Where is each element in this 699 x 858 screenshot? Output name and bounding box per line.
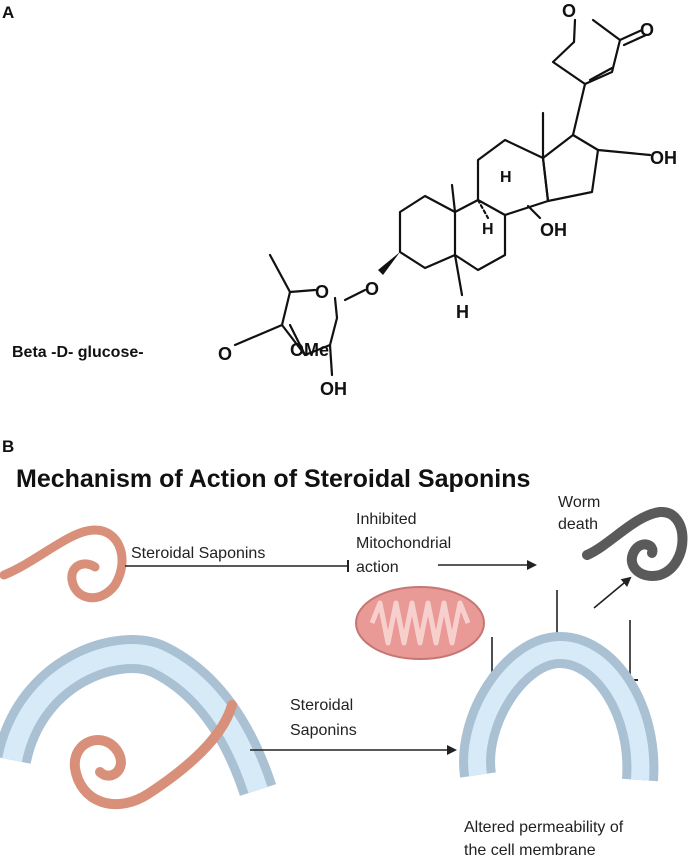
lactone-o: O [562, 1, 576, 21]
membrane-left-icon [0, 635, 277, 797]
bond [572, 18, 577, 44]
steroidal-line1: Steroidal [290, 697, 353, 714]
c14-oh: OH [540, 220, 567, 240]
c9-h: H [482, 221, 494, 238]
c8-h: H [500, 169, 512, 186]
sugar-ring-o: O [315, 282, 329, 302]
d-ring [541, 133, 600, 203]
altered-line2: the cell membrane [464, 842, 596, 858]
b-ring [453, 198, 507, 272]
worm-on-membrane-icon [69, 700, 237, 810]
membrane-right-icon [459, 631, 659, 782]
ring-double-bond [588, 66, 614, 82]
inhibited-line2: Mitochondrial [356, 535, 451, 552]
chemical-structure: O O OH H OH H H O O OH O [12, 1, 677, 399]
wedge-bond [378, 252, 400, 275]
methyl-c10 [450, 183, 457, 214]
glycosidic-o: O [365, 279, 379, 299]
c16-oh: OH [650, 148, 677, 168]
lactone-ring [551, 18, 622, 86]
sugar-methyl [268, 253, 292, 294]
steroidal-saponins-top: Steroidal Saponins [131, 545, 265, 562]
panel-b-label: B [2, 437, 14, 456]
side-chain-bond [571, 82, 587, 137]
steroidal-line2: Saponins [290, 722, 357, 739]
worm-death-line1: Worm [558, 494, 600, 511]
worm-death-line2: death [558, 516, 598, 533]
inhibited-line3: action [356, 559, 399, 576]
arrow-membrane-to-death [593, 576, 632, 609]
glucose-o: O [218, 344, 232, 364]
sugar-oh: OH [320, 379, 347, 399]
c14-oh-bond [526, 204, 542, 220]
inhibited-line1: Inhibited [356, 511, 417, 528]
panel-a-label: A [2, 3, 14, 22]
mitochondrion-icon [355, 586, 485, 660]
glucose-bond [233, 323, 284, 347]
a-ring [398, 194, 457, 270]
carbonyl-o: O [640, 20, 654, 40]
mechanism-title: Mechanism of Action of Steroidal Saponin… [16, 465, 530, 493]
glycosidic-bond [343, 288, 367, 302]
ome-bond [288, 323, 307, 357]
carbonyl-bond-2 [622, 33, 648, 47]
c5-h-bond [453, 253, 464, 297]
altered-line1: Altered permeability of [464, 819, 624, 836]
worm-icon [0, 525, 127, 603]
c16-oh-bond [596, 148, 652, 157]
glucose-label: Beta -D- glucose- [12, 344, 144, 361]
c9-h-dashed [476, 198, 490, 220]
c-ring [476, 138, 550, 217]
sugar-oh-bond [328, 343, 334, 377]
carbonyl-bond [618, 28, 644, 42]
ome: OMe [290, 340, 329, 360]
c5-h: H [456, 302, 469, 322]
dead-worm-icon [582, 507, 688, 581]
